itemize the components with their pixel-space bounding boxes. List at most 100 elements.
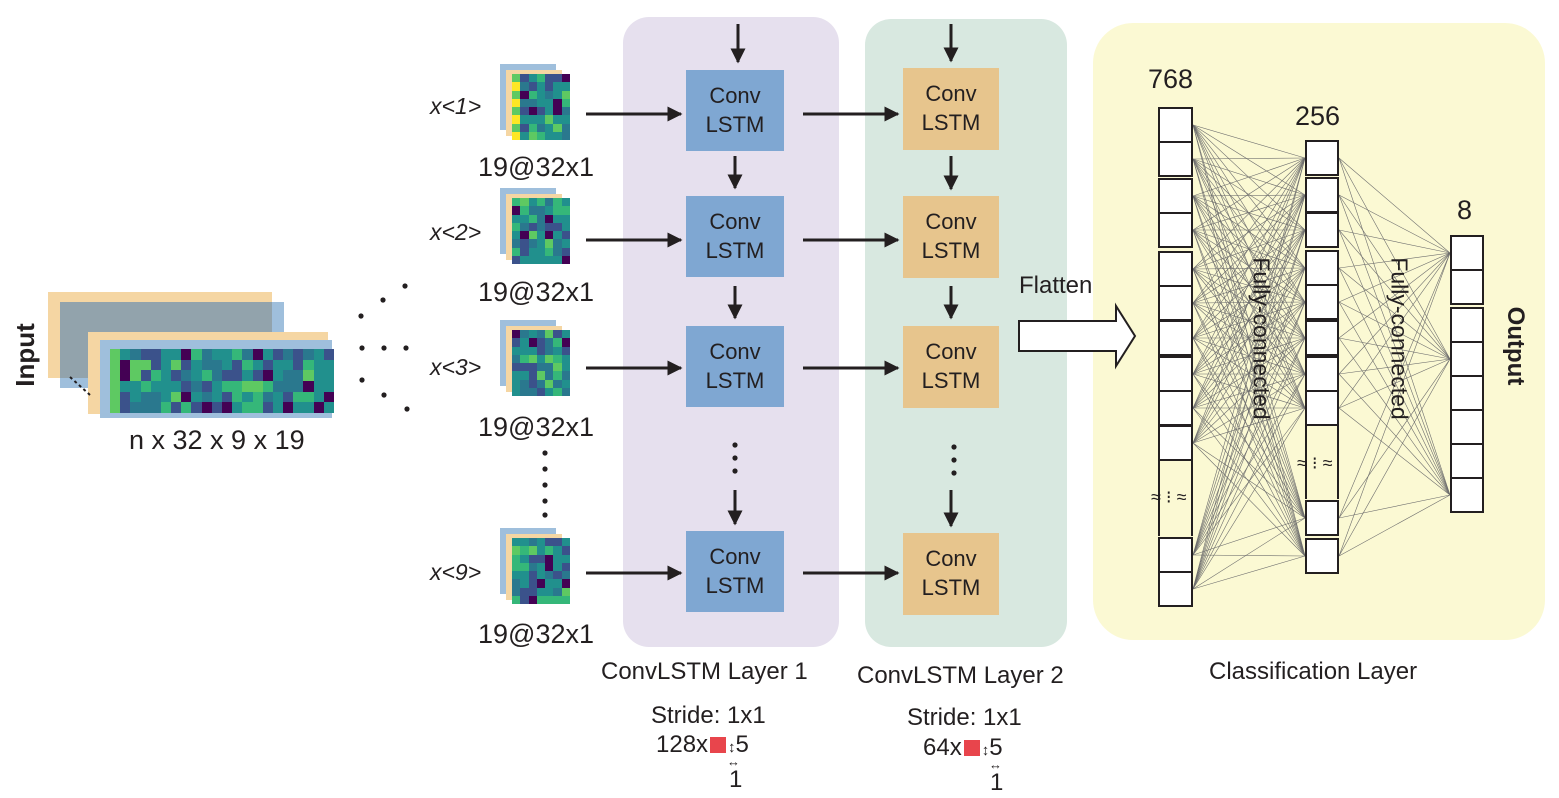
kernel-updown-icon: ↕ — [981, 742, 990, 759]
fc-edge — [1192, 124, 1306, 159]
heatmap-cell — [140, 370, 151, 381]
heatmap-cell — [528, 546, 537, 555]
heatmap-cell — [553, 239, 562, 248]
fc-edge — [1338, 194, 1451, 254]
heatmap-cell — [536, 206, 546, 215]
fc-edge — [1338, 252, 1451, 409]
heatmap-cell — [512, 338, 521, 347]
heatmap-cell — [313, 359, 324, 371]
neuron-box — [1305, 212, 1339, 248]
heatmap-cell — [520, 546, 529, 555]
heatmap-cell — [181, 381, 192, 392]
heatmap-cell — [561, 98, 570, 107]
timestep-heatmap — [512, 198, 570, 264]
fc-edge — [1192, 517, 1306, 556]
fc-edge — [1338, 252, 1451, 375]
heatmap-cell — [520, 115, 529, 124]
fc-edge — [1338, 252, 1451, 557]
heatmap-cell — [553, 579, 562, 588]
heatmap-cell — [303, 391, 314, 403]
heatmap-cell — [520, 206, 529, 215]
neuron-box — [1450, 477, 1484, 513]
fc-edge — [1192, 157, 1306, 339]
neuron-box — [1305, 356, 1339, 392]
heatmap-cell — [512, 587, 521, 596]
heatmap-cell — [553, 90, 562, 99]
dense2-ellipsis: ≈ ⁝ ≈ — [1297, 453, 1333, 473]
fc-edge — [1338, 157, 1451, 254]
dense1-ellipsis: ≈ ⁝ ≈ — [1151, 487, 1187, 507]
heatmap-cell — [553, 346, 562, 355]
heatmap-cell — [323, 359, 334, 371]
heatmap-cell — [512, 562, 521, 571]
heatmap-cell — [561, 239, 570, 248]
heatmap-cell — [553, 554, 562, 563]
fc-edge — [1338, 358, 1451, 375]
neuron-box — [1158, 390, 1193, 426]
heatmap-cell — [110, 349, 121, 360]
layer1-kernel-width: 1 — [729, 766, 743, 793]
fan-out-dot — [381, 392, 387, 398]
fc-edge — [1192, 229, 1306, 590]
fc-edge — [1338, 407, 1451, 496]
heatmap-cell — [252, 391, 263, 403]
heatmap-cell — [561, 123, 570, 132]
heatmap-cell — [553, 115, 562, 124]
heatmap-cell — [120, 381, 131, 392]
heatmap-cell — [512, 90, 521, 99]
heatmap-cell — [536, 562, 546, 571]
heatmap-cell — [252, 359, 263, 371]
heatmap-cell — [536, 554, 546, 563]
heatmap-cell — [561, 206, 570, 215]
fan-out-dot — [404, 406, 410, 412]
heatmap-cell — [545, 82, 554, 91]
fc-edge — [1192, 267, 1306, 375]
heatmap-cell — [528, 107, 537, 116]
cell-label-lstm: LSTM — [921, 110, 981, 135]
heatmap-cell — [536, 371, 546, 380]
heatmap-cell — [545, 371, 554, 380]
heatmap-cell — [561, 82, 570, 91]
heatmap-cell — [252, 370, 263, 381]
cell-label-conv: Conv — [709, 82, 761, 108]
fan-out-dot — [402, 283, 408, 289]
heatmap-cell — [323, 402, 334, 413]
heatmap-cell — [160, 349, 172, 360]
layer1-stride: Stride: 1x1 — [651, 702, 766, 729]
heatmap-cell — [120, 402, 131, 413]
timestep-label-9: x<9> — [430, 559, 482, 585]
fc-edge — [1192, 157, 1306, 409]
heatmap-cell — [553, 371, 562, 380]
heatmap-cell — [520, 379, 529, 388]
fc-edge — [1338, 229, 1451, 496]
cell-label-lstm: LSTM — [705, 572, 765, 598]
fc-edge — [1192, 554, 1306, 557]
heatmap-cell — [545, 222, 554, 231]
cell-label-conv: Conv — [925, 81, 977, 107]
heatmap-cell — [536, 387, 546, 396]
fc-edge — [1338, 194, 1451, 496]
fc-edge — [1192, 337, 1306, 556]
heatmap-cell — [520, 247, 529, 256]
ellipsis-dots-group — [358, 283, 957, 518]
heatmap-cell — [561, 595, 570, 604]
fc-edge — [1192, 124, 1306, 269]
heatmap-cell — [150, 359, 161, 371]
fc-edge — [1192, 555, 1306, 590]
fc-edge — [1338, 194, 1451, 360]
kernel-updown-icon: ↕ — [728, 739, 736, 756]
fc-edge — [1192, 157, 1306, 375]
heatmap-cell — [293, 359, 304, 371]
heatmap-cell — [252, 349, 263, 360]
heatmap-cell — [561, 371, 570, 380]
input-shape-label: n x 32 x 9 x 19 — [129, 425, 305, 455]
fc-edge — [1192, 194, 1306, 444]
heatmap-cell — [561, 74, 570, 83]
fc-edge — [1192, 267, 1306, 556]
heatmap-cell — [528, 330, 537, 339]
heatmap-cell — [323, 349, 334, 360]
heatmap-cell — [181, 402, 192, 413]
heatmap-cell — [520, 330, 529, 339]
heatmap-cell — [561, 330, 570, 339]
